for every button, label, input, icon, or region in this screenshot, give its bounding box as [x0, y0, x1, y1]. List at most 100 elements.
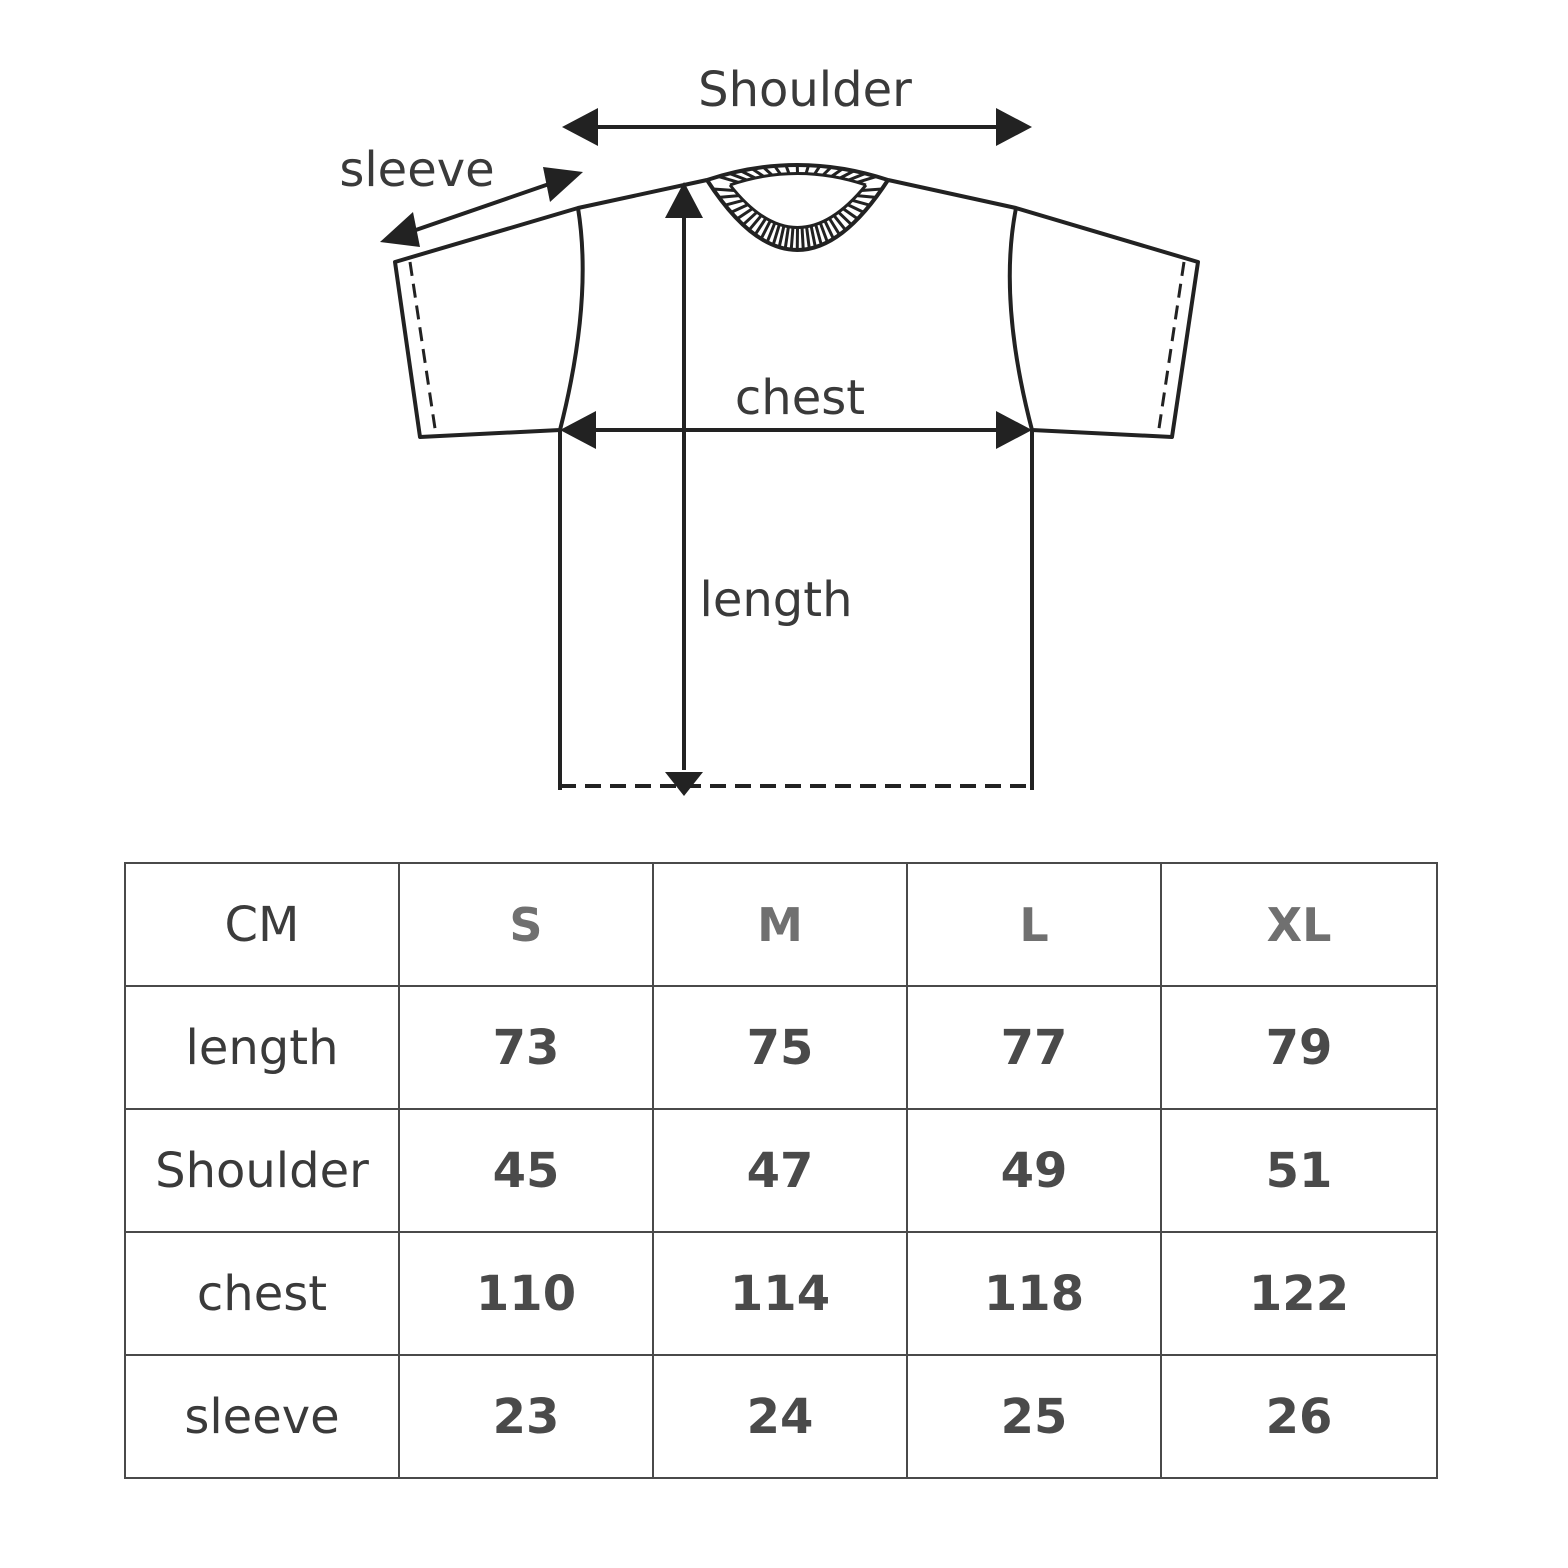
cell-value: 45 [492, 1142, 560, 1199]
value-cell: 79 [1160, 985, 1438, 1110]
size-header: M [652, 862, 908, 987]
collar-rib [771, 224, 781, 246]
row-label: sleeve [184, 1388, 340, 1445]
collar-rib [730, 203, 749, 214]
header-row: CM S M L XL [124, 862, 1438, 987]
cell-value: 77 [1000, 1019, 1068, 1076]
collar-rib [861, 187, 883, 192]
size-header: XL [1160, 862, 1438, 987]
shoulder-arrow [562, 108, 1032, 146]
cell-value: 51 [1265, 1142, 1333, 1199]
collar-rib [773, 165, 782, 176]
length-label: length [700, 572, 853, 628]
collar-rib [809, 225, 817, 248]
unit-label: CM [224, 896, 300, 953]
collar-rib [813, 165, 822, 176]
collar-rib [818, 222, 829, 243]
collar-rib [814, 224, 823, 246]
value-cell: 49 [906, 1108, 1162, 1233]
row-label-cell: length [124, 985, 400, 1110]
collar-rib [805, 226, 811, 249]
collar-rib [736, 207, 754, 221]
collar-rib [784, 164, 791, 175]
cell-value: 79 [1265, 1019, 1333, 1076]
length-arrow [665, 182, 703, 796]
value-cell: 75 [652, 985, 908, 1110]
cell-value: 110 [475, 1265, 577, 1322]
collar-rib [712, 187, 735, 192]
collar-rib [856, 175, 878, 184]
row-label: length [185, 1019, 339, 1076]
value-cell: 51 [1160, 1108, 1438, 1233]
collar-rib [728, 172, 748, 182]
collar-rib [830, 167, 844, 178]
collar-rib [783, 226, 790, 249]
tshirt-measurement-diagram: Shoulder sleeve chest length [339, 62, 1200, 796]
collar-rib [765, 222, 777, 243]
collar-rib [842, 207, 859, 221]
cell-value: 49 [1000, 1142, 1068, 1199]
sleeve-arrow [380, 167, 583, 247]
size-s: S [509, 897, 543, 952]
shoulder-label: Shoulder [698, 62, 912, 118]
collar-rib [839, 169, 855, 180]
row-label-cell: sleeve [124, 1354, 400, 1479]
value-cell: 25 [906, 1354, 1162, 1479]
size-header: L [906, 862, 1162, 987]
sleeve-hem-dashes [408, 261, 1186, 436]
value-cell: 24 [652, 1354, 908, 1479]
sleeve-label: sleeve [339, 142, 494, 198]
table-row: sleeve 23 24 25 26 [124, 1354, 1438, 1479]
collar-rib [789, 227, 795, 250]
value-cell: 118 [906, 1231, 1162, 1356]
chest-label: chest [735, 370, 865, 426]
value-cell: 110 [398, 1231, 654, 1356]
value-cell: 26 [1160, 1354, 1438, 1479]
collar-rib [762, 166, 774, 177]
cell-value: 47 [746, 1142, 814, 1199]
collar-rib [753, 217, 768, 236]
collar-rib [777, 225, 786, 248]
value-cell: 45 [398, 1108, 654, 1233]
collar-rib [828, 217, 841, 236]
table-row: chest 110 114 118 122 [124, 1231, 1438, 1356]
size-chart-table: CM S M L XL length 73 75 77 79 Shoulder … [124, 862, 1438, 1479]
value-cell: 122 [1160, 1231, 1438, 1356]
collar-rib [804, 164, 811, 175]
value-cell: 114 [652, 1231, 908, 1356]
collar-rib [823, 220, 835, 240]
size-xl: XL [1266, 897, 1332, 952]
collar-rib [846, 203, 865, 214]
collar-rib [718, 194, 740, 199]
cell-value: 24 [746, 1388, 814, 1445]
collar-rib [851, 198, 871, 207]
collar-rib [751, 167, 765, 178]
cell-value: 122 [1248, 1265, 1350, 1322]
value-cell: 77 [906, 985, 1162, 1110]
size-m: M [757, 897, 803, 952]
collar-rib [740, 169, 756, 180]
collar-rib [832, 214, 847, 232]
collar-rib [759, 220, 772, 240]
cell-value: 73 [492, 1019, 560, 1076]
row-label-cell: Shoulder [124, 1108, 400, 1233]
table-row: length 73 75 77 79 [124, 985, 1438, 1110]
collar-rib [747, 214, 763, 232]
cell-value: 118 [983, 1265, 1085, 1322]
size-l: L [1019, 897, 1049, 952]
chest-arrow [560, 411, 1032, 449]
cell-value: 114 [729, 1265, 831, 1322]
size-header: S [398, 862, 654, 987]
collar-rib [742, 211, 758, 226]
cell-value: 75 [746, 1019, 814, 1076]
row-label: chest [196, 1265, 328, 1322]
cell-value: 25 [1000, 1388, 1068, 1445]
unit-cell: CM [124, 862, 400, 987]
collar-rib [848, 172, 866, 182]
collar-rib [837, 211, 853, 226]
cell-value: 23 [492, 1388, 560, 1445]
collar-rib [724, 198, 744, 207]
row-label: Shoulder [155, 1142, 369, 1199]
value-cell: 47 [652, 1108, 908, 1233]
collar-rib [822, 166, 833, 177]
